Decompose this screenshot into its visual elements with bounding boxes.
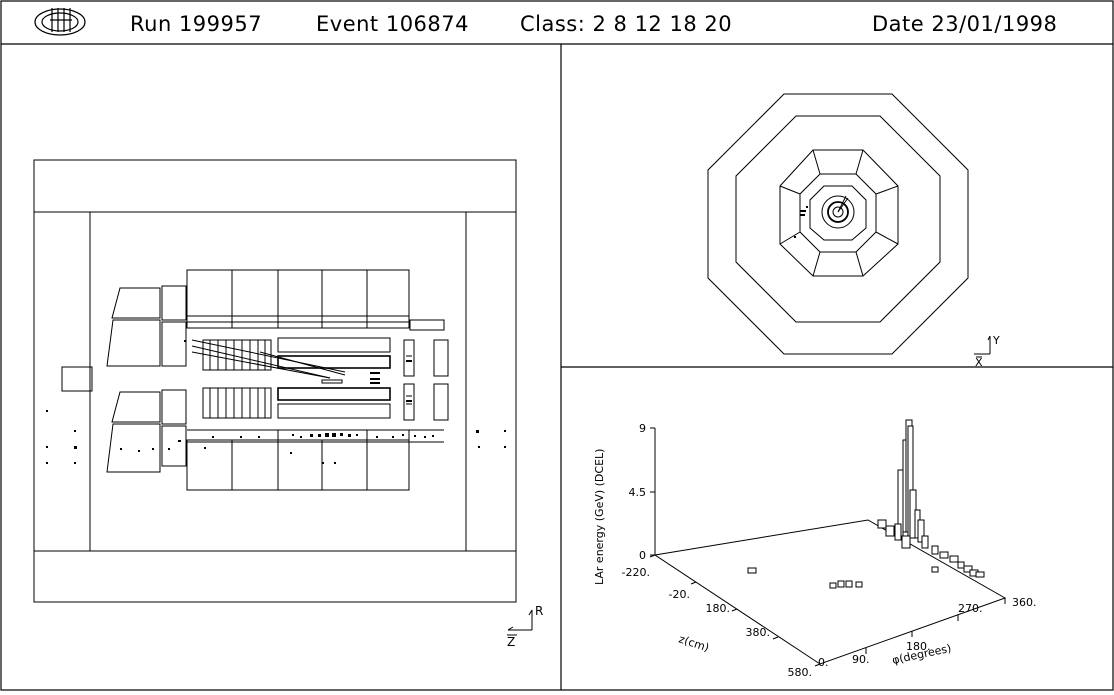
end-view-hits — [794, 206, 808, 238]
xy-axis-indicator — [974, 335, 991, 358]
phi-tick-270: 270. — [958, 602, 983, 615]
axis-x-label: X — [975, 356, 983, 369]
z-tick-2: -20. — [669, 588, 690, 601]
axis-y-label: Y — [992, 334, 1000, 347]
h1-logo — [34, 8, 86, 36]
outer-octagon — [707, 93, 969, 355]
phi-tick-90: 90. — [852, 653, 870, 666]
end-view-panel — [707, 93, 969, 355]
lar-barrel — [779, 149, 899, 277]
particle-tracks — [191, 339, 346, 379]
phi-tick-360: 360. — [1012, 596, 1037, 609]
axis-z-label: Z — [507, 635, 515, 649]
side-view-panel — [33, 159, 517, 603]
side-view-hits — [46, 340, 506, 464]
lego-plot: 9 4.5 0 LAr energy (GeV) (DCEL) -220. -2… — [593, 419, 1037, 679]
rz-axis-indicator — [507, 609, 533, 631]
y-axis-label: LAr energy (GeV) (DCEL) — [593, 449, 606, 585]
phi-tick-0: 0. — [818, 656, 829, 669]
z-tick-1: -220. — [622, 566, 650, 579]
date-label: Date 23/01/1998 — [872, 12, 1057, 36]
z-tick-5: 580. — [788, 666, 813, 679]
class-label: Class: 2 8 12 18 20 — [520, 12, 732, 36]
y-tick-9: 9 — [639, 422, 646, 435]
y-tick-0: 0 — [639, 549, 646, 562]
axis-r-label: R — [535, 604, 543, 618]
inner-octagon — [735, 115, 941, 323]
run-label: Run 199957 — [130, 12, 262, 36]
event-label: Event 106874 — [316, 12, 469, 36]
y-tick-4-5: 4.5 — [629, 486, 647, 499]
z-tick-3: 180. — [706, 602, 731, 615]
beam-pipe-box — [61, 366, 93, 392]
energy-towers — [747, 419, 985, 589]
z-axis-label: z(cm) — [677, 632, 711, 654]
spacal-upper — [111, 287, 161, 319]
phi-tick-180: 180. — [906, 640, 931, 653]
z-tick-4: 380. — [746, 626, 771, 639]
iron-yoke — [33, 159, 517, 603]
